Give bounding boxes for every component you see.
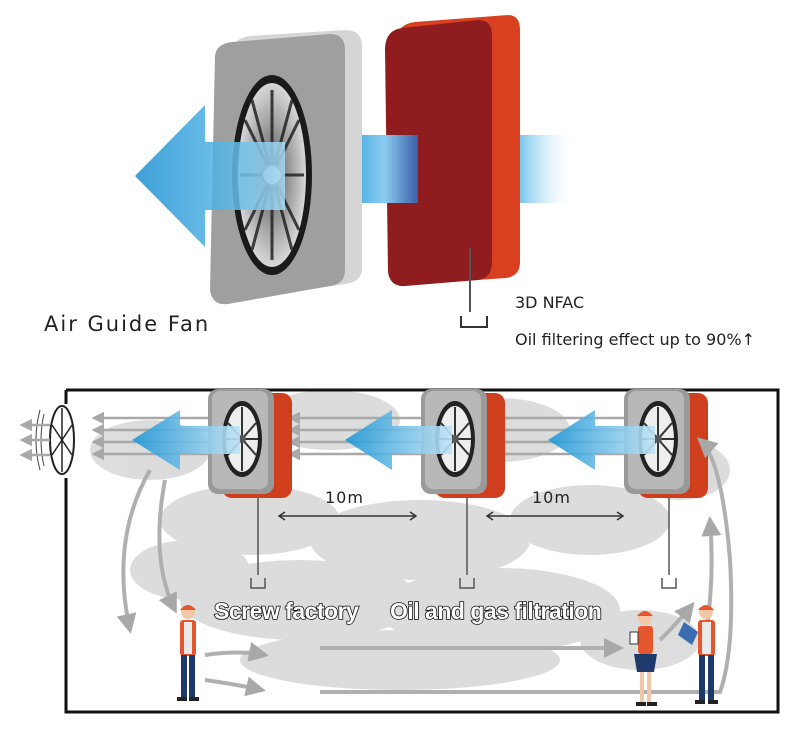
distance-label-1: 10m [325,488,364,507]
blue-arrow-1 [132,410,240,470]
nfac-filter-panel [385,15,520,287]
screw-factory-label: Screw factory [213,597,359,625]
return-airflow [116,437,734,697]
worker-right [678,605,718,704]
top-illustration [135,15,575,328]
blue-arrow-2 [345,410,452,470]
worker-woman [629,611,657,706]
inflow-stream [515,135,575,203]
distance-markers [277,511,625,521]
filtration-label: Oil and gas filtration [389,597,602,625]
outflow-arrow [135,105,285,247]
distance-label-2: 10m [532,488,571,507]
air-guide-fan-label: Air Guide Fan [44,312,211,336]
filter-effect-label: Oil filtering effect up to 90%↑ [515,330,755,349]
wall-exhaust-fan [35,405,75,475]
blue-arrow-3 [548,410,655,470]
factory-section [19,388,780,714]
worker-left [177,605,199,701]
filter-name-label: 3D NFAC [515,293,585,312]
